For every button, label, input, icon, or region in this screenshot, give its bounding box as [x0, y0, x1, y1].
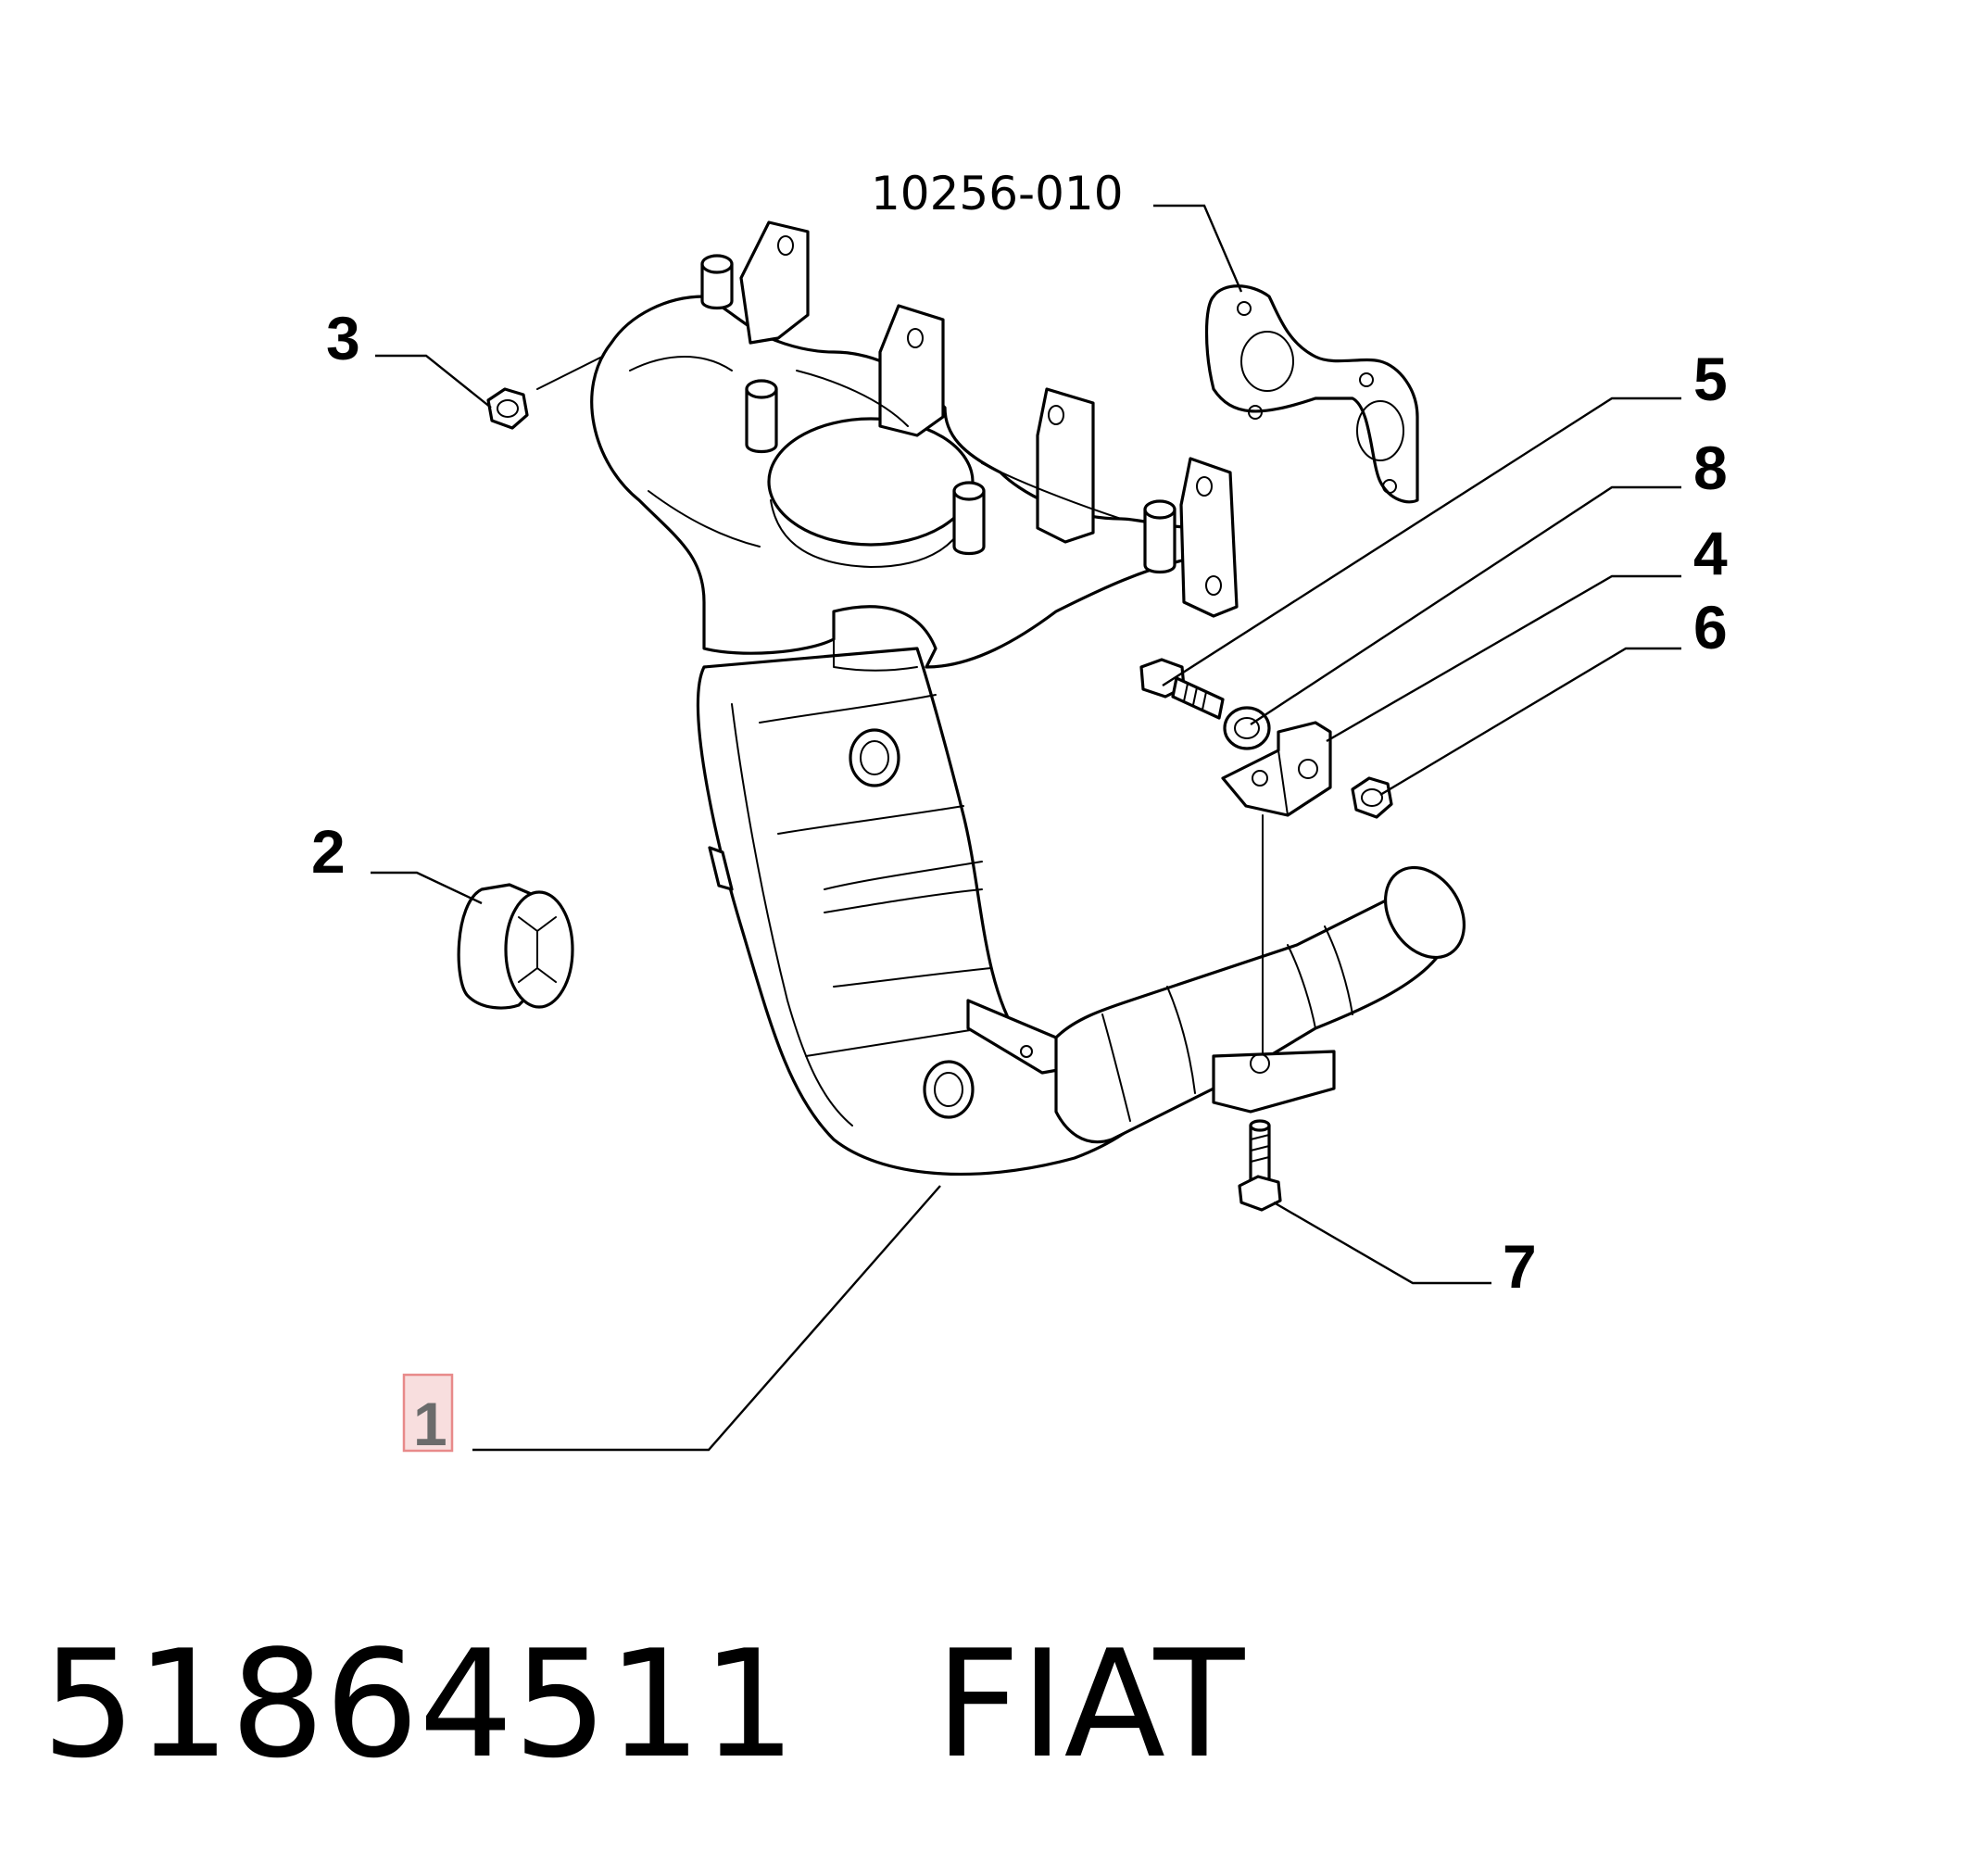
nut-part-6[interactable]	[1351, 776, 1393, 819]
brand-name: FIAT	[935, 1618, 1245, 1791]
part-number: 51864511	[42, 1618, 797, 1791]
callouts: 10256-010 3 2 5 8 4 6 7 1	[311, 167, 1728, 1458]
callout-1: 1	[413, 1390, 447, 1458]
callout-8: 8	[1693, 434, 1728, 502]
manifold-catalyst-part[interactable]	[590, 220, 1239, 1177]
leader-lines	[371, 204, 1681, 1452]
callout-2: 2	[311, 817, 346, 886]
callout-1-highlight	[402, 1373, 454, 1453]
callout-ref-gasket: 10256-010	[871, 167, 1124, 220]
gasket-part[interactable]	[1204, 284, 1419, 504]
outlet-pipe	[1054, 814, 1466, 1144]
callout-6: 6	[1693, 593, 1728, 661]
bolt-part-5[interactable]	[1139, 658, 1225, 720]
callout-4: 4	[1693, 519, 1728, 587]
callout-3: 3	[326, 304, 360, 372]
washer-part-8[interactable]	[1223, 706, 1271, 750]
nut-part-3[interactable]	[486, 356, 603, 430]
callout-5: 5	[1693, 345, 1728, 413]
bracket-part-4[interactable]	[1221, 721, 1332, 817]
bolt-part-7[interactable]	[1238, 1119, 1282, 1212]
callout-7: 7	[1503, 1232, 1537, 1301]
rubber-mount-part-2[interactable]	[457, 883, 574, 1010]
